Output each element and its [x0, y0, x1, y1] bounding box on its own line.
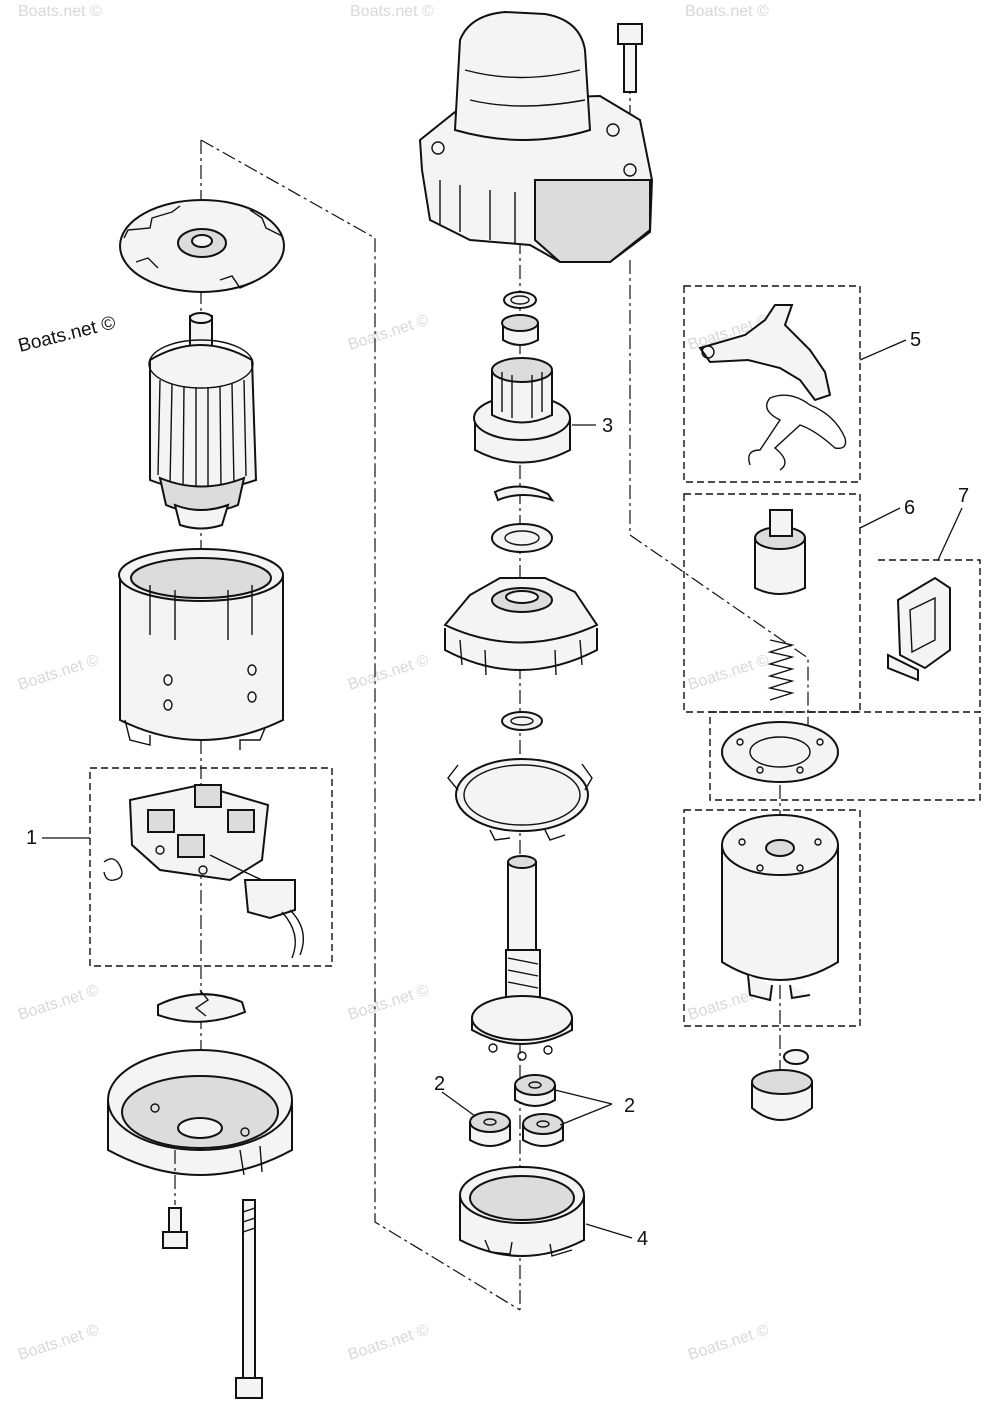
watermark: Boats.net ©: [346, 312, 431, 354]
box-brush-holder: [89, 767, 333, 967]
callout-2-right: 2: [624, 1095, 635, 1117]
watermark: Boats.net ©: [346, 982, 431, 1024]
watermark: Boats.net ©: [346, 1322, 431, 1364]
washer-center: [491, 523, 553, 553]
solenoid: [721, 814, 839, 1002]
watermark: Boats.net ©: [686, 1322, 771, 1364]
box-solenoid: [683, 809, 861, 1027]
callout-4: 4: [637, 1228, 648, 1250]
callout-2-left: 2: [434, 1073, 445, 1095]
internal-gear: [459, 1166, 585, 1257]
callout-3: 3: [602, 415, 613, 437]
box-terminal-cover: [878, 559, 981, 712]
yoke: [118, 548, 284, 750]
dust-cover-plate: [119, 199, 285, 293]
watermark: Boats.net ©: [685, 3, 769, 20]
pinion-shaft: [471, 855, 573, 1061]
callout-labels: 1 2 2 3 4 5 6 7: [26, 329, 969, 1250]
watermark: Boats.net ©: [346, 652, 431, 694]
screw: [162, 1150, 188, 1249]
terminal-cover: [887, 576, 951, 682]
planetary-gear-2: [514, 1074, 556, 1107]
bolt: [617, 23, 643, 93]
leader-lines: [42, 339, 963, 1239]
through-bolt: [235, 1199, 263, 1399]
watermark: Boats.net ©: [350, 3, 434, 20]
clip: [493, 485, 555, 502]
watermark: Boats.net ©: [16, 1322, 101, 1364]
watermark: Boats.net ©: [18, 3, 102, 20]
seal-plate: [447, 758, 593, 841]
callout-6: 6: [904, 497, 915, 519]
callout-1: 1: [26, 827, 37, 849]
front-housing: [418, 10, 654, 263]
planetary-gear-3: [522, 1113, 564, 1147]
brush-holder: [128, 783, 304, 959]
armature: [148, 312, 258, 530]
rear-cover: [107, 1049, 293, 1176]
watermark-main: Boats.net ©: [16, 312, 118, 356]
washer: [157, 989, 247, 1023]
packing: [721, 721, 839, 783]
watermark: Boats.net ©: [16, 982, 101, 1024]
pinion-drive: [473, 357, 571, 464]
watermark: Boats.net ©: [16, 652, 101, 694]
nut: [783, 1049, 809, 1065]
callout-7: 7: [958, 485, 969, 507]
plunger: [754, 509, 806, 595]
box-shift-lever: [683, 285, 861, 483]
brush-spring: [103, 858, 123, 882]
lever-spring: [748, 394, 847, 471]
collar: [501, 314, 539, 346]
snap-ring: [503, 291, 537, 309]
terminal-boot: [751, 1069, 813, 1121]
watermark: Boats.net ©: [686, 652, 771, 694]
shift-lever: [698, 304, 832, 402]
box-plunger: [683, 493, 861, 713]
planetary-gear-1: [469, 1111, 511, 1147]
plunger-spring: [767, 639, 795, 701]
gear-housing: [443, 577, 599, 676]
box-packing: [709, 711, 981, 801]
callout-5: 5: [910, 329, 921, 351]
o-ring: [501, 711, 543, 731]
